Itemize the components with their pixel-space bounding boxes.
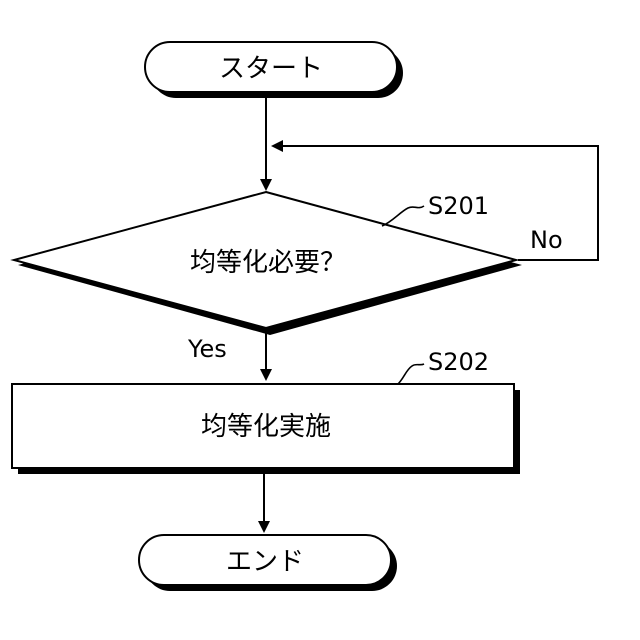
decision-label: 均等化必要？ (190, 248, 346, 278)
start-label: スタート (219, 54, 323, 84)
end-terminal: エンド (139, 535, 397, 591)
s202-leader-line (398, 364, 424, 384)
no-label: No (530, 226, 563, 254)
s202-step-id: S202 (428, 348, 489, 376)
start-terminal: スタート (145, 42, 403, 98)
s201-leader-line (382, 206, 424, 226)
process-box: 均等化実施 (12, 384, 520, 474)
end-label: エンド (226, 547, 304, 577)
process-label: 均等化実施 (201, 412, 331, 442)
yes-label: Yes (187, 335, 227, 363)
s201-step-id: S201 (428, 192, 489, 220)
